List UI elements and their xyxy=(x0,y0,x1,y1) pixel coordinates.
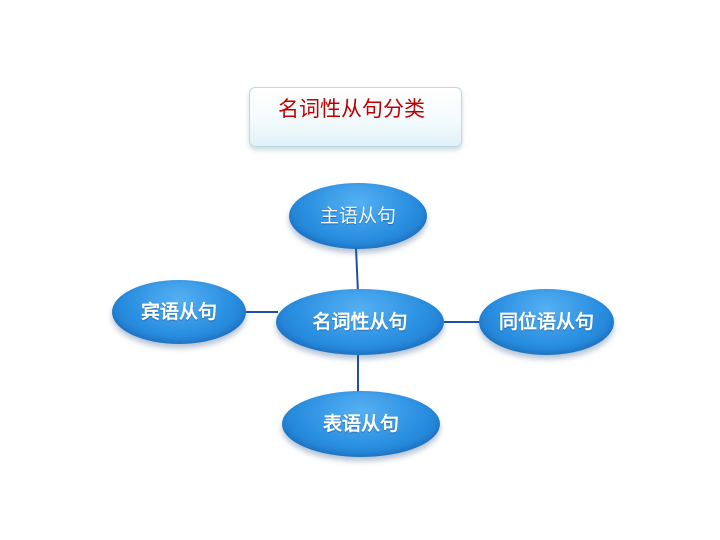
node-appositive-clause: 同位语从句 xyxy=(479,289,614,355)
node-noun-clause-center-label: 名词性从句 xyxy=(312,311,408,333)
node-predicative-clause: 表语从句 xyxy=(282,391,440,457)
node-appositive-clause-label: 同位语从句 xyxy=(498,311,594,333)
node-subject-clause: 主语从句 xyxy=(289,183,427,249)
node-noun-clause-center: 名词性从句 xyxy=(276,289,444,355)
title-box xyxy=(249,87,462,147)
diagram-title: 名词性从句分类 xyxy=(278,97,425,121)
node-subject-clause-label: 主语从句 xyxy=(319,205,396,227)
node-object-clause-label: 宾语从句 xyxy=(140,301,217,323)
connector-top xyxy=(355,247,359,294)
node-object-clause: 宾语从句 xyxy=(112,280,246,344)
node-predicative-clause-label: 表语从句 xyxy=(322,413,399,435)
